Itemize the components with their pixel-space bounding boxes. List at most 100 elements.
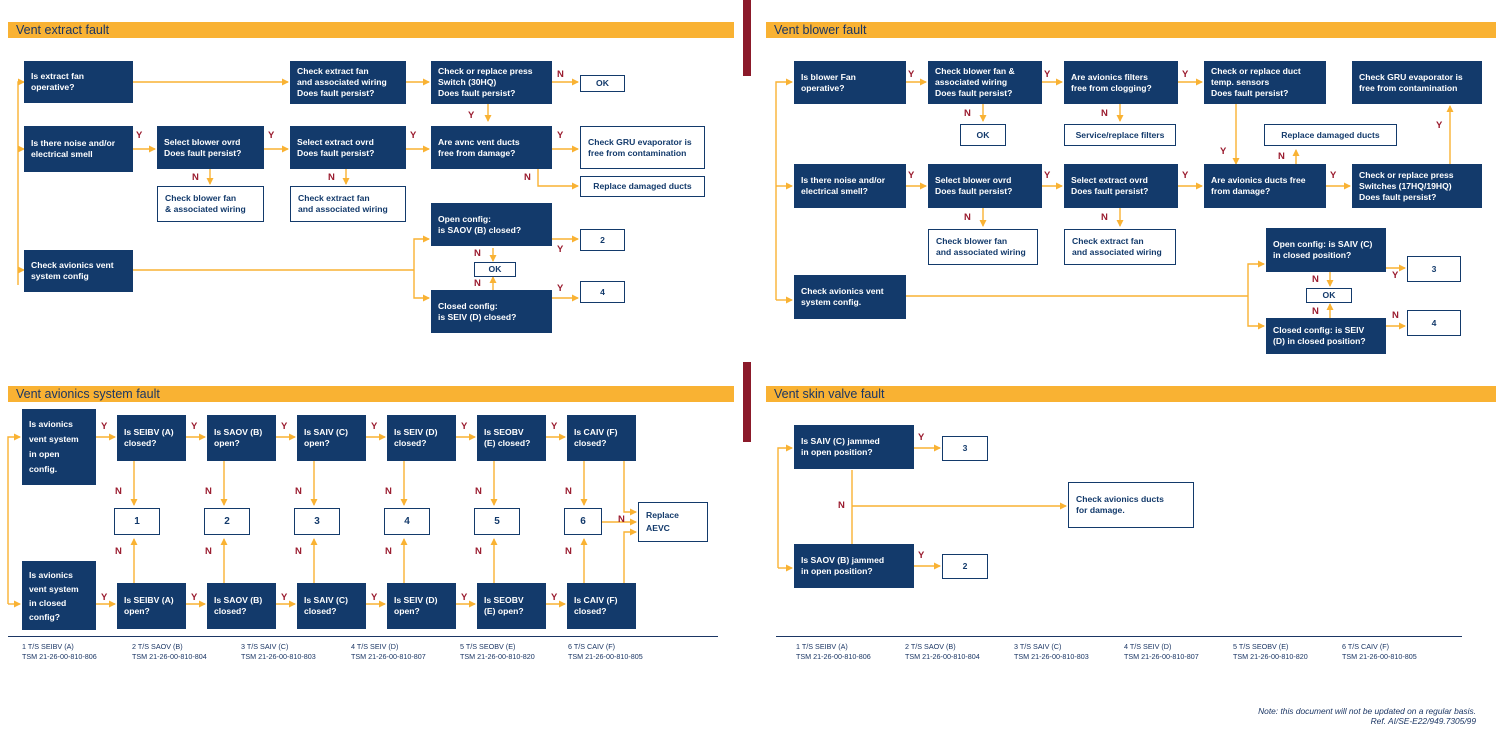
blower-label-y: Y — [908, 170, 915, 181]
avionics-bottom-q-2: Is SAOV (B) closed? — [207, 583, 276, 629]
avionics-label-y: Y — [371, 421, 378, 432]
footnote-right-3: 3 T/S SAIV (C) TSM 21-26-00-810-803 — [1014, 642, 1089, 661]
footnote-left-5: 5 T/S SEOBV (E) TSM 21-26-00-810-820 — [460, 642, 535, 661]
avionics-label-n: N — [115, 486, 122, 497]
extract-label-y: Y — [268, 130, 275, 141]
footnote-left-3: 3 T/S SAIV (C) TSM 21-26-00-810-803 — [241, 642, 316, 661]
extract-ref-2: 2 — [580, 229, 625, 251]
section-divider-bottom — [743, 362, 751, 442]
footnote-right-6: 6 T/S CAIV (F) TSM 21-26-00-810-805 — [1342, 642, 1417, 661]
avionics-label-y: Y — [101, 592, 108, 603]
avionics-label-n: N — [115, 546, 122, 557]
avionics-label-y: Y — [551, 421, 558, 432]
blower-label-n: N — [1101, 212, 1108, 223]
blower-label-y: Y — [1330, 170, 1337, 181]
blower-label-n: N — [964, 212, 971, 223]
avionics-label-n: N — [565, 486, 572, 497]
blower-label-n: N — [1312, 274, 1319, 285]
extract-label-y: Y — [557, 130, 564, 141]
blower-label-n: N — [1101, 108, 1108, 119]
blower-select-blower: Select blower ovrd Does fault persist? — [928, 164, 1042, 208]
blower-label-y: Y — [1182, 170, 1189, 181]
extract-label-n: N — [328, 172, 335, 183]
skin-label-n: N — [838, 500, 845, 511]
blower-label-y: Y — [1220, 146, 1227, 157]
blower-label-y: Y — [1044, 170, 1051, 181]
avionics-closed-question: Is avionics vent system in closed config… — [22, 561, 96, 630]
avionics-label-n: N — [475, 546, 482, 557]
extract-label-y: Y — [410, 130, 417, 141]
avionics-label-y: Y — [191, 592, 198, 603]
blower-ref-3: 3 — [1407, 256, 1461, 282]
extract-press-switch: Check or replace press Switch (30HQ) Doe… — [431, 61, 552, 104]
avionics-label-y: Y — [461, 592, 468, 603]
footnote-right-1: 1 T/S SEIBV (A) TSM 21-26-00-810-806 — [796, 642, 871, 661]
blower-label-y: Y — [1044, 69, 1051, 80]
blower-temp-sensors: Check or replace duct temp. sensors Does… — [1204, 61, 1326, 104]
extract-label-n: N — [474, 248, 481, 259]
extract-label-y: Y — [557, 283, 564, 294]
extract-check-fan-wiring-2: Check extract fan and associated wiring — [290, 186, 406, 222]
avionics-label-n: N — [205, 486, 212, 497]
extract-label-n: N — [524, 172, 531, 183]
blower-check-extract-wiring: Check extract fan and associated wiring — [1064, 229, 1176, 265]
avionics-ref-3: 3 — [294, 508, 340, 535]
header-skin: Vent skin valve fault — [766, 386, 1496, 402]
blower-label-n: N — [964, 108, 971, 119]
blower-check-blower-wiring: Check blower fan and associated wiring — [928, 229, 1038, 265]
avionics-ref-6: 6 — [564, 508, 602, 535]
header-blower: Vent blower fault — [766, 22, 1496, 38]
avionics-bottom-q-6: Is CAIV (F) closed? — [567, 583, 636, 629]
avionics-open-question: Is avionics vent system in open config. — [22, 409, 96, 485]
avionics-label-y: Y — [281, 421, 288, 432]
footnote-right-2: 2 T/S SAOV (B) TSM 21-26-00-810-804 — [905, 642, 980, 661]
extract-fan-question: Is extract fan operative? — [24, 61, 133, 103]
blower-label-y: Y — [1392, 270, 1399, 281]
avionics-label-y: Y — [101, 421, 108, 432]
extract-ok-mid: OK — [474, 262, 516, 277]
blower-select-extract: Select extract ovrd Does fault persist? — [1064, 164, 1178, 208]
footnote-left-6: 6 T/S CAIV (F) TSM 21-26-00-810-805 — [568, 642, 643, 661]
avionics-label-n: N — [205, 546, 212, 557]
extract-gru-evaporator: Check GRU evaporator is free from contam… — [580, 126, 705, 169]
footnote-right-5: 5 T/S SEOBV (E) TSM 21-26-00-810-820 — [1233, 642, 1308, 661]
blower-ok: OK — [960, 124, 1006, 146]
avionics-label-n: N — [295, 486, 302, 497]
extract-label-n: N — [557, 69, 564, 80]
blower-replace-ducts: Replace damaged ducts — [1264, 124, 1397, 146]
blower-closed-config: Closed config: is SEIV (D) in closed pos… — [1266, 318, 1386, 354]
blower-label-n: N — [1392, 310, 1399, 321]
extract-avnc-ducts: Are avnc vent ducts free from damage? — [431, 126, 552, 169]
avionics-top-q-6: Is CAIV (F) closed? — [567, 415, 636, 461]
note-line-1: Note: this document will not be updated … — [1258, 706, 1476, 716]
avionics-top-q-4: Is SEIV (D) closed? — [387, 415, 456, 461]
skin-label-y: Y — [918, 432, 925, 443]
avionics-label-y: Y — [551, 592, 558, 603]
extract-check-fan-wiring: Check extract fan and associated wiring … — [290, 61, 406, 104]
skin-label-y: Y — [918, 550, 925, 561]
footnote-right-4: 4 T/S SEIV (D) TSM 21-26-00-810-807 — [1124, 642, 1199, 661]
note-line-2: Ref. AI/SE-E22/949.7305/99 — [1370, 716, 1476, 726]
footnote-left-4: 4 T/S SEIV (D) TSM 21-26-00-810-807 — [351, 642, 426, 661]
avionics-label-n: N — [565, 546, 572, 557]
extract-label-y: Y — [136, 130, 143, 141]
extract-label-y: Y — [557, 244, 564, 255]
header-avionics: Vent avionics system fault — [8, 386, 734, 402]
skin-saiv-question: Is SAIV (C) jammed in open position? — [794, 425, 914, 469]
blower-label-n: N — [1312, 306, 1319, 317]
avionics-bottom-q-3: Is SAIV (C) closed? — [297, 583, 366, 629]
blower-press-switches: Check or replace press Switches (17HQ/19… — [1352, 164, 1482, 208]
avionics-label-y: Y — [191, 421, 198, 432]
avionics-label-y: Y — [281, 592, 288, 603]
skin-ref-3: 3 — [942, 436, 988, 461]
blower-ducts-question: Are avionics ducts free from damage? — [1204, 164, 1326, 208]
avionics-label-n: N — [295, 546, 302, 557]
skin-saov-question: Is SAOV (B) jammed in open position? — [794, 544, 914, 588]
avionics-label-y: Y — [461, 421, 468, 432]
blower-service-filters: Service/replace filters — [1064, 124, 1176, 146]
blower-label-y: Y — [1182, 69, 1189, 80]
extract-check-config: Check avionics vent system config — [24, 250, 133, 292]
avionics-bottom-q-4: Is SEIV (D) open? — [387, 583, 456, 629]
section-divider-top — [743, 0, 751, 76]
